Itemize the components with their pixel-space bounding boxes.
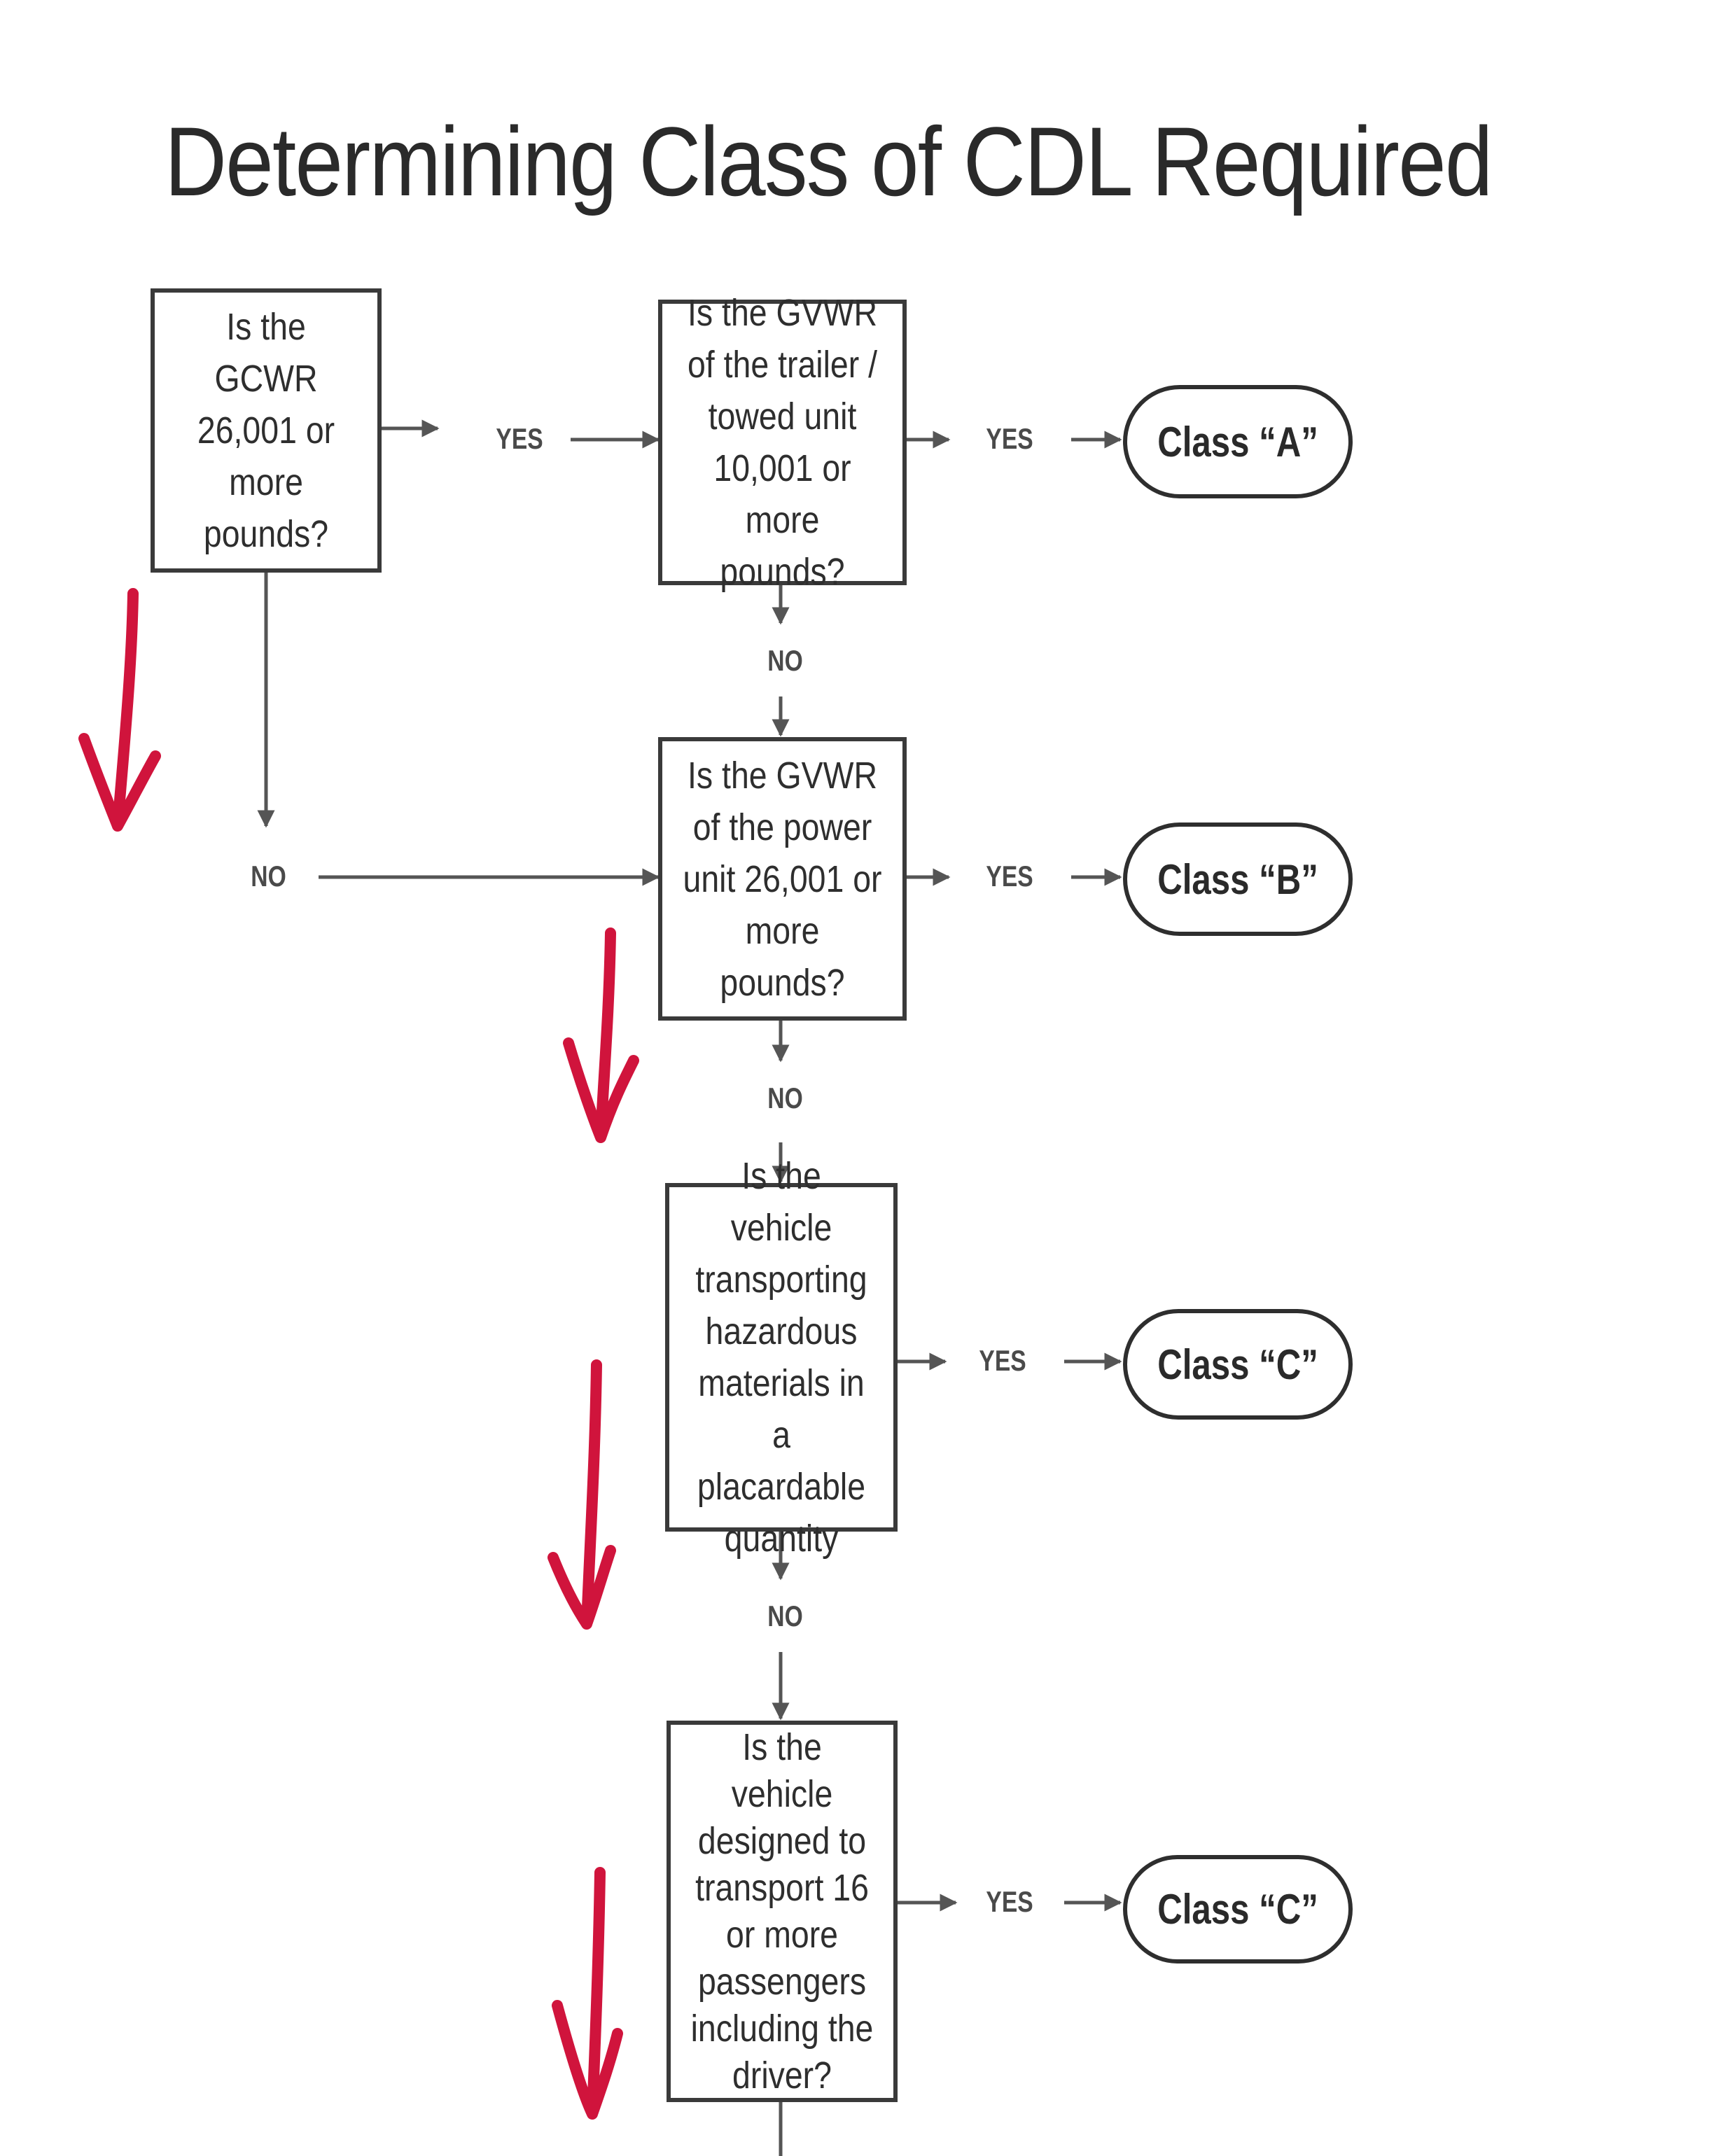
no-label-gcwr: NO xyxy=(251,860,286,892)
class-c-passengers-label: Class “C” xyxy=(1157,1886,1318,1933)
class-b-outcome: Class “B” xyxy=(1123,822,1353,936)
trailer-gvwr-question-text: Is the GVWR of the trailer / towed unit … xyxy=(687,292,878,593)
page-title: Determining Class of CDL Required xyxy=(165,106,1493,216)
yes-label-passengers: YES xyxy=(986,1885,1033,1918)
trailer-gvwr-question-box: Is the GVWR of the trailer / towed unit … xyxy=(658,292,907,593)
power-unit-gvwr-question-box: Is the GVWR of the power unit 26,001 or … xyxy=(658,737,907,1021)
no-label-trailer: NO xyxy=(767,644,803,677)
class-b-label: Class “B” xyxy=(1157,855,1318,903)
yes-label-trailer: YES xyxy=(986,422,1033,455)
class-a-outcome: Class “A” xyxy=(1123,385,1353,498)
yes-label-hazmat: YES xyxy=(979,1344,1026,1377)
gcwr-question-box: Is the GCWR 26,001 or more pounds? xyxy=(151,288,382,573)
power-unit-gvwr-question-text: Is the GVWR of the power unit 26,001 or … xyxy=(683,754,882,1004)
class-c-passengers-outcome: Class “C” xyxy=(1123,1855,1353,1963)
passengers-question-text: Is the vehicle designed to transport 16 … xyxy=(690,1726,874,2096)
no-label-hazmat: NO xyxy=(767,1600,803,1632)
red-arrow-4 xyxy=(552,1867,623,2120)
gcwr-question-text: Is the GCWR 26,001 or more pounds? xyxy=(197,306,335,555)
no-label-power-unit: NO xyxy=(767,1082,803,1114)
class-a-label: Class “A” xyxy=(1157,418,1318,465)
yes-label-power-unit: YES xyxy=(986,860,1033,892)
yes-label-gcwr: YES xyxy=(496,422,543,455)
red-arrow-2 xyxy=(563,927,639,1143)
hazmat-question-text: Is the vehicle transporting hazardous ma… xyxy=(695,1155,867,1560)
passengers-question-box: Is the vehicle designed to transport 16 … xyxy=(667,1721,898,2102)
class-c-hazmat-outcome: Class “C” xyxy=(1123,1309,1353,1420)
hazmat-question-box: Is the vehicle transporting hazardous ma… xyxy=(665,1155,898,1560)
class-c-hazmat-label: Class “C” xyxy=(1157,1340,1318,1388)
red-arrow-1 xyxy=(78,588,161,832)
red-arrow-3 xyxy=(547,1359,616,1630)
